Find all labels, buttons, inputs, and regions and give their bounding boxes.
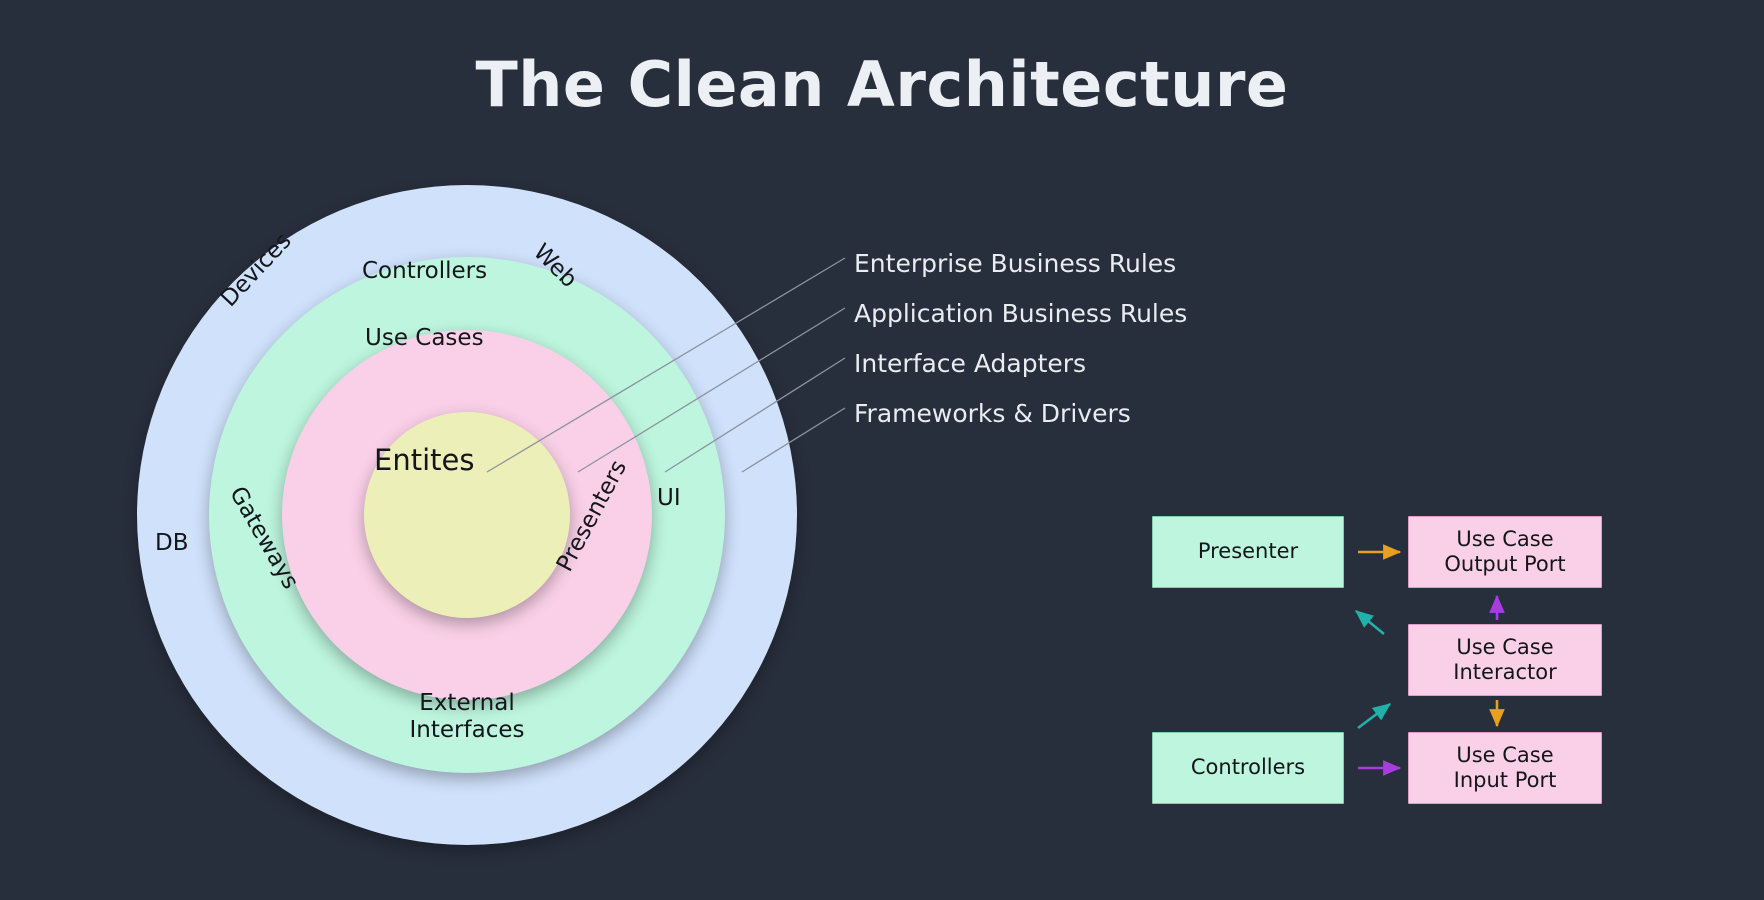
external-interfaces-line-2: Interfaces (409, 717, 525, 744)
flow-box-output-port-text: Use Case Output Port (1444, 527, 1565, 577)
flow-box-use-case-input-port: Use Case Input Port (1408, 732, 1602, 804)
input-port-line-1: Use Case (1456, 742, 1554, 767)
flow-box-presenter: Presenter (1152, 516, 1344, 588)
flow-box-use-case-interactor: Use Case Interactor (1408, 624, 1602, 696)
ring-label-external-interfaces: External Interfaces (392, 690, 542, 744)
output-port-line-1: Use Case (1456, 526, 1554, 551)
legend-label-frameworks-and-drivers: Frameworks & Drivers (854, 399, 1131, 428)
interactor-line-2: Interactor (1453, 660, 1557, 684)
flow-box-use-case-output-port: Use Case Output Port (1408, 516, 1602, 588)
input-port-line-2: Input Port (1453, 768, 1557, 792)
ring-label-use-cases: Use Cases (365, 325, 484, 351)
use-case-flow-diagram: Presenter Use Case Output Port Use Case … (1152, 510, 1604, 810)
page-title: The Clean Architecture (475, 48, 1289, 121)
flow-arrow-layer (1354, 544, 1505, 776)
ring-label-ui: UI (657, 485, 681, 511)
legend-label-interface-adapters: Interface Adapters (854, 349, 1087, 378)
arrow-controllers-to-interactor (1357, 702, 1392, 730)
flow-box-controllers: Controllers (1152, 732, 1344, 804)
legend-label-application-business-rules: Application Business Rules (854, 299, 1188, 328)
flow-box-controllers-label: Controllers (1190, 755, 1306, 780)
flow-box-interactor-text: Use Case Interactor (1453, 635, 1556, 685)
ring-label-controllers: Controllers (362, 258, 488, 284)
external-interfaces-line-1: External (419, 690, 515, 716)
arrow-output-port-to-presenter (1354, 609, 1385, 636)
output-port-line-2: Output Port (1444, 552, 1566, 576)
flow-box-input-port-text: Use Case Input Port (1454, 743, 1557, 793)
clean-architecture-circles: Devices Web DB UI Gateways Presenters Co… (137, 185, 797, 845)
ring-label-entites: Entites (374, 443, 475, 477)
legend-label-enterprise-business-rules: Enterprise Business Rules (854, 249, 1177, 278)
ring-label-db: DB (155, 530, 189, 556)
interactor-line-1: Use Case (1456, 634, 1554, 659)
flow-box-presenter-label: Presenter (1197, 539, 1299, 564)
